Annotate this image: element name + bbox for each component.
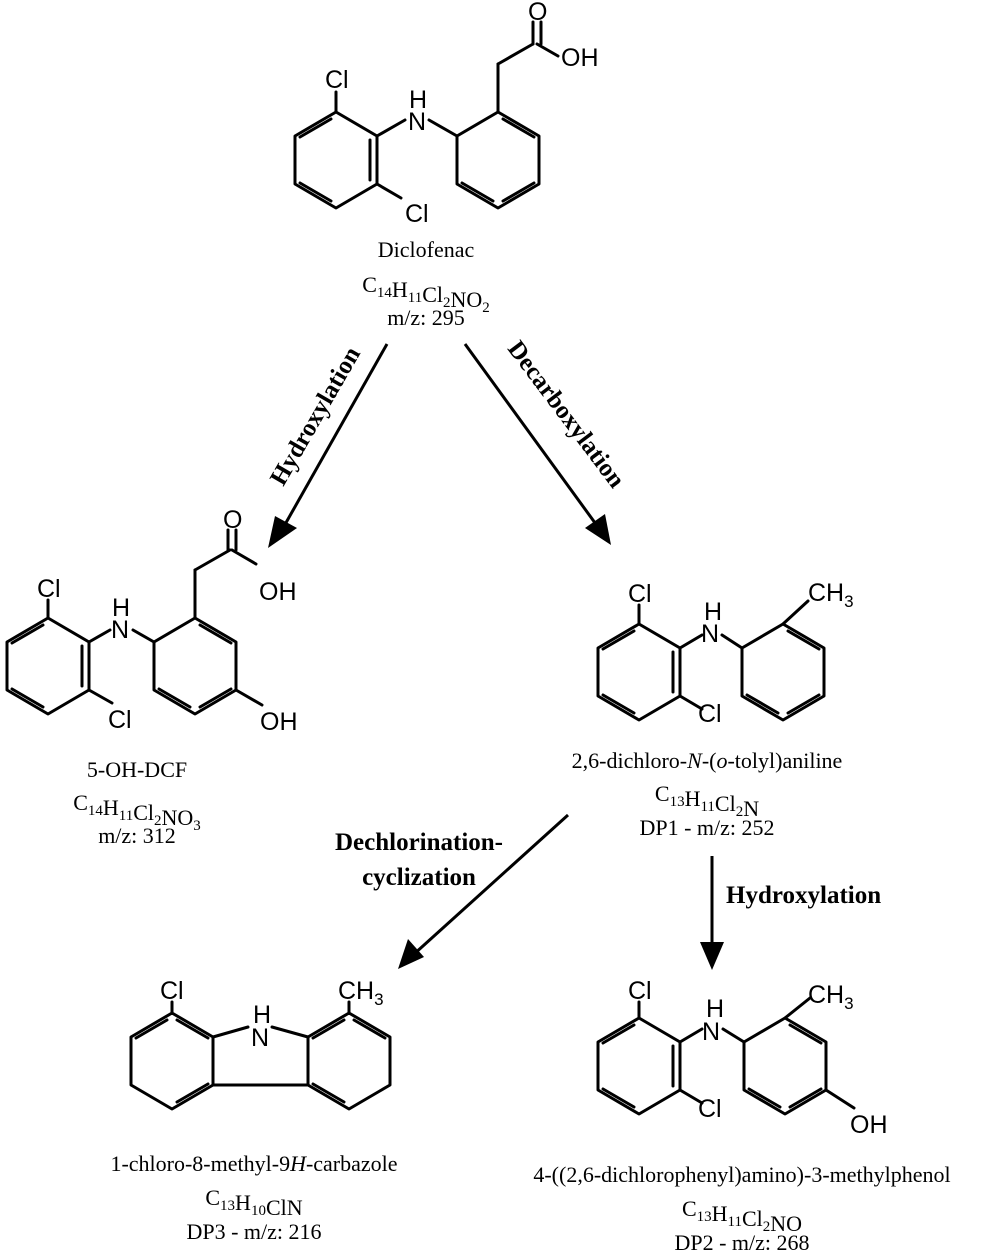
nh-h-atom: H: [706, 995, 724, 1023]
compound-name: 4-((2,6-dichlorophenyl)amino)-3-methylph…: [533, 1162, 950, 1187]
compound-formula: C13H10ClN: [205, 1185, 302, 1220]
oh-group: OH: [561, 44, 599, 72]
compound-name: Diclofenac: [378, 237, 475, 262]
compound-formula: C14H11Cl2NO3: [73, 790, 201, 834]
nh-n-atom: N: [251, 1024, 269, 1052]
dp3-caption: 1-chloro-8-methyl-9H-carbazole C13H10ClN…: [110, 1151, 397, 1244]
dechlorination-arrow: Dechlorination- cyclization: [335, 813, 570, 969]
nh-n-atom: N: [702, 1018, 720, 1046]
nh-h-atom: H: [704, 598, 722, 626]
compound-mz: DP1 - m/z: 252: [639, 815, 774, 840]
compound-mz: m/z: 312: [98, 823, 176, 848]
ch3-group: CH3: [338, 977, 384, 1009]
dp2-caption: 4-((2,6-dichlorophenyl)amino)-3-methylph…: [533, 1162, 950, 1255]
cl-atom: Cl: [37, 575, 61, 603]
oh-dcf-structure: Cl Cl H N O OH OH: [5, 506, 298, 736]
compound-formula: C13H11Cl2NO: [682, 1196, 802, 1236]
nh-n-atom: N: [408, 108, 426, 136]
reaction-label: Decarboxylation: [502, 336, 630, 493]
nh-h-atom: H: [409, 86, 427, 114]
nh-n-atom: N: [701, 620, 719, 648]
hydroxylation-arrow-2: Hydroxylation: [700, 856, 881, 970]
oh-dcf-caption: 5-OH-DCF C14H11Cl2NO3 m/z: 312: [73, 757, 201, 848]
hydroxylation-arrow-1: Hydroxylation: [265, 342, 389, 548]
compound-name: 5-OH-DCF: [87, 757, 187, 782]
reaction-label: Dechlorination-: [335, 829, 503, 856]
reaction-label: Hydroxylation: [726, 882, 881, 909]
compound-mz: DP2 - m/z: 268: [674, 1230, 809, 1255]
oh-group: OH: [850, 1111, 888, 1139]
oh-group: OH: [260, 708, 298, 736]
cl-atom: Cl: [325, 66, 349, 94]
ch3-group: CH3: [808, 981, 854, 1013]
dp1-structure: Cl Cl H N CH3: [596, 579, 854, 728]
cl-atom: Cl: [698, 700, 722, 728]
reaction-label: cyclization: [362, 864, 476, 891]
nh-n-atom: N: [111, 616, 129, 644]
o-atom: O: [528, 0, 547, 26]
cl-atom: Cl: [628, 977, 652, 1005]
diclofenac-structure: Cl Cl H N O OH: [293, 0, 599, 228]
compound-mz: m/z: 295: [387, 305, 465, 330]
nh-h-atom: H: [112, 594, 130, 622]
cl-atom: Cl: [160, 977, 184, 1005]
decarboxylation-arrow: Decarboxylation: [463, 336, 630, 545]
compound-name: 1-chloro-8-methyl-9H-carbazole: [110, 1151, 397, 1176]
compound-formula: C14H11Cl2NO2: [362, 272, 490, 316]
diclofenac-caption: Diclofenac C14H11Cl2NO2 m/z: 295: [362, 237, 490, 330]
dp3-structure: Cl H N CH3: [129, 977, 392, 1111]
cl-atom: Cl: [628, 580, 652, 608]
oh-group: OH: [259, 578, 297, 606]
nh-h-atom: H: [253, 1001, 271, 1029]
compound-formula: C13H11Cl2N: [655, 781, 759, 821]
cl-atom: Cl: [108, 706, 132, 734]
dp2-structure: Cl Cl H N CH3 OH: [596, 977, 888, 1139]
dp1-caption: 2,6-dichloro-N-(o-tolyl)aniline C13H11Cl…: [572, 748, 843, 840]
cl-atom: Cl: [698, 1095, 722, 1123]
ch3-group: CH3: [808, 579, 854, 611]
compound-mz: DP3 - m/z: 216: [186, 1219, 321, 1244]
cl-atom: Cl: [405, 200, 429, 228]
o-atom: O: [223, 506, 242, 534]
compound-name: 2,6-dichloro-N-(o-tolyl)aniline: [572, 748, 843, 773]
